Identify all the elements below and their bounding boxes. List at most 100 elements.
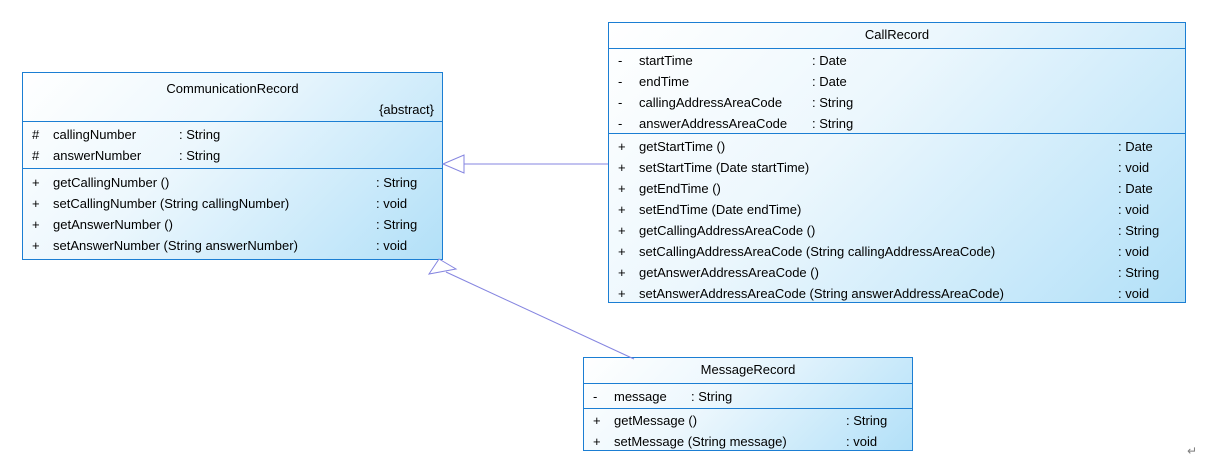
method-name: getAnswerNumber () bbox=[53, 217, 173, 232]
visibility-marker: + bbox=[32, 238, 40, 253]
attribute-type: : String bbox=[812, 95, 854, 110]
method-return-type: : String bbox=[1118, 223, 1160, 238]
method-row: + getCallingAddressAreaCode () : String bbox=[609, 220, 1185, 241]
class-name: MessageRecord bbox=[700, 362, 796, 377]
visibility-marker: # bbox=[32, 148, 40, 163]
attribute-name: startTime bbox=[639, 53, 693, 68]
visibility-marker: + bbox=[618, 139, 626, 154]
method-row: + setAnswerAddressAreaCode (String answer… bbox=[609, 283, 1185, 304]
method-name: setEndTime (Date endTime) bbox=[639, 202, 802, 217]
method-row: + setEndTime (Date endTime) : void bbox=[609, 199, 1185, 220]
method-return-type: : void bbox=[1118, 244, 1150, 259]
paragraph-return-mark: ↵ bbox=[1187, 444, 1198, 458]
method-return-type: : String bbox=[376, 175, 418, 190]
method-return-type: : String bbox=[376, 217, 418, 232]
class-box-messagerecord[interactable]: MessageRecord - message : String + getMessa… bbox=[583, 357, 913, 451]
method-name: getMessage () bbox=[614, 413, 698, 428]
class-name: CommunicationRecord bbox=[166, 81, 299, 96]
method-return-type: : Date bbox=[1118, 139, 1153, 154]
class-box-communicationrecord[interactable]: CommunicationRecord {abstract} # callingN… bbox=[22, 72, 443, 260]
attributes-compartment: - startTime : Date - endTime : Date - calling… bbox=[609, 48, 1185, 133]
attribute-name: answerAddressAreaCode bbox=[639, 116, 788, 131]
visibility-marker: - bbox=[618, 53, 623, 68]
attribute-name: answerNumber bbox=[53, 148, 142, 163]
method-name: getStartTime () bbox=[639, 139, 726, 154]
class-title-compartment: CommunicationRecord {abstract} bbox=[23, 73, 442, 121]
attribute-name: message bbox=[614, 389, 667, 404]
method-name: setCallingNumber (String callingNumber) bbox=[53, 196, 290, 211]
generalization-messagerecord-to-communicationrecord[interactable] bbox=[427, 258, 635, 360]
class-box-callrecord[interactable]: CallRecord - startTime : Date - endTime : Da… bbox=[608, 22, 1186, 303]
method-row: + getCallingNumber () : String bbox=[23, 172, 442, 193]
class-name: CallRecord bbox=[864, 27, 930, 42]
attribute-type: : Date bbox=[812, 74, 847, 89]
class-title-compartment: MessageRecord bbox=[584, 358, 912, 383]
attribute-row: - endTime : Date bbox=[609, 71, 1185, 92]
method-name: getCallingAddressAreaCode () bbox=[639, 223, 816, 238]
attribute-type: : String bbox=[179, 148, 221, 163]
method-name: getAnswerAddressAreaCode () bbox=[639, 265, 819, 280]
method-row: + setMessage (String message) : void bbox=[584, 431, 912, 452]
visibility-marker: # bbox=[32, 127, 40, 142]
method-name: setAnswerAddressAreaCode (String answerA… bbox=[639, 286, 1004, 301]
attribute-row: - answerAddressAreaCode : String bbox=[609, 113, 1185, 133]
visibility-marker: + bbox=[618, 160, 626, 175]
attribute-name: callingAddressAreaCode bbox=[639, 95, 783, 110]
method-row: + getAnswerNumber () : String bbox=[23, 214, 442, 235]
method-row: + setCallingAddressAreaCode (String calli… bbox=[609, 241, 1185, 262]
attribute-name: endTime bbox=[639, 74, 690, 89]
method-return-type: : void bbox=[846, 434, 878, 449]
method-return-type: : void bbox=[1118, 202, 1150, 217]
visibility-marker: + bbox=[618, 202, 626, 217]
generalization-callrecord-to-communicationrecord[interactable] bbox=[441, 154, 608, 174]
visibility-marker: + bbox=[32, 175, 40, 190]
attribute-name: callingNumber bbox=[53, 127, 137, 142]
method-return-type: : String bbox=[1118, 265, 1160, 280]
method-name: setStartTime (Date startTime) bbox=[639, 160, 810, 175]
visibility-marker: - bbox=[618, 116, 623, 131]
class-stereotype: {abstract} bbox=[379, 102, 434, 117]
visibility-marker: - bbox=[593, 389, 598, 404]
visibility-marker: + bbox=[593, 413, 601, 428]
method-return-type: : String bbox=[846, 413, 888, 428]
method-return-type: : void bbox=[376, 238, 408, 253]
visibility-marker: - bbox=[618, 95, 623, 110]
visibility-marker: + bbox=[32, 196, 40, 211]
class-title-compartment: CallRecord bbox=[609, 23, 1185, 48]
visibility-marker: - bbox=[618, 74, 623, 89]
attribute-row: # answerNumber : String bbox=[23, 145, 442, 166]
method-row: + getMessage () : String bbox=[584, 410, 912, 431]
method-name: setCallingAddressAreaCode (String callin… bbox=[639, 244, 996, 259]
attribute-type: : String bbox=[691, 389, 733, 404]
attribute-row: - startTime : Date bbox=[609, 50, 1185, 71]
attribute-type: : String bbox=[179, 127, 221, 142]
method-row: +getEndTime (): Date bbox=[609, 178, 1185, 199]
method-return-type: : void bbox=[1118, 160, 1150, 175]
methods-compartment: + getCallingNumber () : String + setCalling… bbox=[23, 168, 442, 260]
attribute-type: : String bbox=[812, 116, 854, 131]
attributes-compartment: # callingNumber : String # answerNumber : St… bbox=[23, 121, 442, 168]
visibility-marker: + bbox=[593, 434, 601, 449]
method-row: + setStartTime (Date startTime) : void bbox=[609, 157, 1185, 178]
attributes-compartment: - message : String bbox=[584, 383, 912, 408]
method-row: + setAnswerNumber (String answerNumber) : … bbox=[23, 235, 442, 256]
method-return-type: : Date bbox=[1118, 181, 1153, 196]
visibility-marker: + bbox=[32, 217, 40, 232]
method-return-type: : void bbox=[376, 196, 408, 211]
method-row: + getStartTime () : Date bbox=[609, 136, 1185, 157]
attribute-type: : Date bbox=[812, 53, 847, 68]
visibility-marker: + bbox=[618, 265, 626, 280]
visibility-marker: + bbox=[618, 223, 626, 238]
method-row: + getAnswerAddressAreaCode () : String bbox=[609, 262, 1185, 283]
method-name: getEndTime () bbox=[639, 181, 721, 196]
visibility-marker: + bbox=[618, 286, 626, 301]
method-name: setAnswerNumber (String answerNumber) bbox=[53, 238, 298, 253]
method-name: getCallingNumber () bbox=[53, 175, 170, 190]
methods-compartment: + getMessage () : String + setMessage (Stri… bbox=[584, 408, 912, 452]
attribute-row: - callingAddressAreaCode : String bbox=[609, 92, 1185, 113]
method-name: setMessage (String message) bbox=[614, 434, 787, 449]
attribute-row: # callingNumber : String bbox=[23, 124, 442, 145]
methods-compartment: + getStartTime () : Date + setStartTime (Da… bbox=[609, 133, 1185, 304]
visibility-marker: + bbox=[618, 244, 626, 259]
